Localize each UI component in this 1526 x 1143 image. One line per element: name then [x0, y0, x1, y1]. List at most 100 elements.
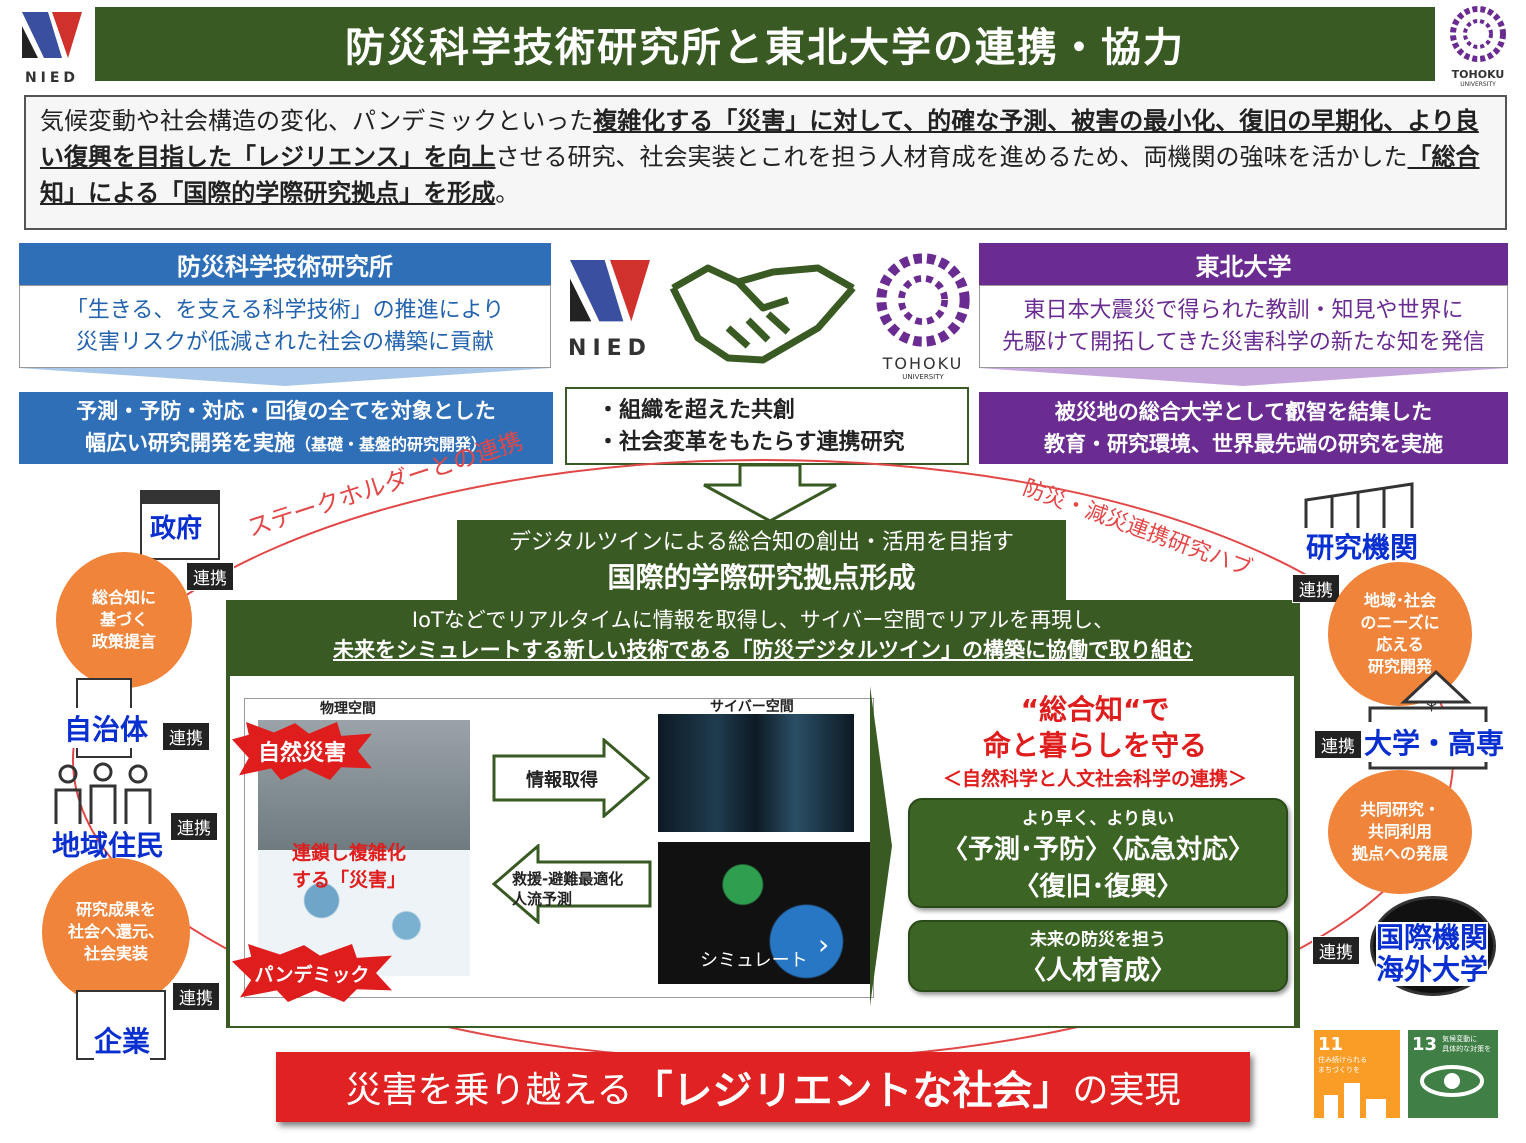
tohoku-logo: TOHOKU UNIVERSITY [1443, 4, 1513, 88]
nied-logo: NIED [18, 6, 86, 86]
page-title: 防災科学技術研究所と東北大学の連携・協力 [95, 7, 1435, 81]
stakeholder-intl: 国際機関 海外大学 [1376, 921, 1489, 986]
sdg-13-num: 13 [1412, 1034, 1438, 1055]
link-tag-gov: 連携 [186, 562, 234, 591]
info-get-label: 情報取得 [526, 770, 598, 791]
collab-item1: ・組織を超えた共創 [597, 398, 796, 423]
sogo-box1-line1: 〈予測･予防〉〈応急対応〉 [941, 834, 1254, 865]
intro-b1: 複雑化する「災害」に対して、的確な予測、被害の最小化、復旧の早期化、より良い復興… [40, 107, 1479, 171]
link-tag-research: 連携 [1292, 574, 1340, 603]
circle-results: 研究成果を 社会へ還元、 社会実装 [42, 858, 190, 1006]
circle-joint: 共同研究・ 共同利用 拠点への発展 [1328, 770, 1472, 894]
sdg-11-text: 住み続けられる まちづくりを [1318, 1056, 1367, 1074]
intro-t1: 気候変動や社会構造の変化、パンデミックといった [40, 107, 594, 135]
sogo-box1-line2: 〈復旧･復興〉 [1013, 871, 1183, 902]
intro-b2: 「総合知」による「国際的学際研究拠点」を形成 [40, 143, 1480, 207]
tohoku-logo-center: TOHOKU UNIVERSITY [868, 250, 978, 381]
nied-band-line2-row: 幅広い研究開発を実施（基礎・基盤的研究開発） [85, 427, 487, 461]
rescue-arrow [492, 844, 652, 924]
residents-people-icon [54, 762, 152, 824]
hub-main-panel: IoTなどでリアルタイムに情報を取得し、サイバー空間でリアルを再現し、 未来をシ… [226, 600, 1300, 1028]
nied-band-line2: 幅広い研究開発を実施 [84, 431, 295, 455]
sogo-box1: より早く、より良い 〈予測･予防〉〈応急対応〉 〈復旧･復興〉 [908, 798, 1288, 908]
tohoku-logo-text: TOHOKU [1451, 68, 1505, 81]
footer-banner: 災害を乗り越える「レジリエントな社会」の実現 [276, 1052, 1250, 1122]
stakeholder-company: 企業 [94, 1020, 151, 1060]
tohoku-crest-icon [1450, 6, 1506, 62]
diagram-arrow-right [870, 686, 892, 1006]
tohoku-crest-center-icon [876, 253, 970, 347]
sdg-11-num: 11 [1318, 1034, 1344, 1055]
intro-t2: させる研究、社会実装とこれを担う人材育成を進めるため、両機関の強味を活かした [495, 143, 1408, 171]
nied-logo-mark [22, 12, 82, 58]
footer-pre: 災害を乗り越える [345, 1070, 633, 1111]
collab-item2: ・社会変革をもたらす連携研究 [597, 430, 905, 455]
hub-title: 国際的学際研究拠点形成 [607, 561, 916, 594]
hub-desc1: IoTなどでリアルタイムに情報を取得し、サイバー空間でリアルを再現し、 [411, 608, 1115, 632]
nied-band: 予測・予防・対応・回復の全てを対象とした 幅広い研究開発を実施（基礎・基盤的研究… [19, 392, 553, 464]
link-tag-local: 連携 [162, 722, 210, 751]
pandemic-label: パンデミック [254, 963, 370, 986]
tohoku-band-line2: 教育・研究環境、世界最先端の研究を実施 [1044, 432, 1443, 456]
intro-text: 気候変動や社会構造の変化、パンデミックといった複雑化する「災害」に対して、的確な… [24, 95, 1507, 230]
nied-desc-line1: 「生きる、を支える科学技術」の推進により [65, 297, 505, 323]
map-next-chevron-icon[interactable]: › [818, 928, 830, 961]
label-physical: 物理空間 [320, 701, 376, 717]
sogo-title1: “総合知“で [1020, 693, 1170, 726]
natural-disaster-label: 自然災害 [257, 741, 346, 766]
sdg-13-text: 気候変動に 具体的な対策を [1442, 1035, 1492, 1053]
collab-down-arrow [703, 465, 837, 523]
sdg-11-city-icon [1324, 1083, 1386, 1125]
stakeholder-univ: 大学・高専 [1364, 722, 1505, 762]
government-building-icon [140, 490, 220, 560]
sdg-13-eye-icon [1420, 1065, 1484, 1097]
nied-desc-line2: 災害リスクが低減された社会の構築に貢献 [75, 329, 494, 355]
stakeholder-residents: 地域住民 [52, 829, 165, 862]
nied-band-small: （基礎・基盤的研究開発） [294, 435, 487, 454]
sdg-13-tile: 13 気候変動に 具体的な対策を [1408, 1030, 1498, 1118]
virus-photo [258, 850, 470, 976]
server-image [658, 714, 854, 832]
hub-inner: 物理空間 サイバー空間 自然災害 連鎖し複雑化 する「災害」 パンデミック 情報… [230, 676, 1294, 1026]
footer-emph: 「レジリエントな社会」 [632, 1068, 1073, 1114]
simulation-map [658, 842, 870, 984]
footer-post: の実現 [1072, 1070, 1181, 1111]
complex-disaster-label: 連鎖し複雑化 する「災害」 [292, 842, 407, 891]
tohoku-band: 被災地の総合大学として叡智を結集した 教育・研究環境、世界最先端の研究を実施 [979, 392, 1508, 464]
nied-logo-text: NIED [24, 70, 80, 86]
link-tag-intl: 連携 [1312, 936, 1360, 965]
tohoku-logo-sub: UNIVERSITY [1460, 81, 1496, 88]
nied-logo-center-text: NIED [568, 336, 652, 361]
sogo-box2: 未来の防災を担う 〈人材育成〉 [908, 920, 1288, 992]
label-cyber: サイバー空間 [710, 699, 794, 715]
nied-header: 防災科学技術研究所 [19, 243, 551, 285]
circle-policy: 総合知に 基づく 政策提言 [56, 552, 192, 688]
sogo-title2: 命と暮らしを守る [982, 729, 1207, 762]
nied-band-line1: 予測・予防・対応・回復の全てを対象とした [76, 399, 496, 423]
svg-text:*: * [1426, 699, 1437, 724]
sogo-box2-small: 未来の防災を担う [1030, 930, 1166, 950]
simulate-label: シミュレート [700, 950, 808, 971]
handshake-icon [669, 264, 856, 364]
hub-desc: IoTなどでリアルタイムに情報を取得し、サイバー空間でリアルを再現し、 未来をシ… [230, 604, 1296, 666]
stakeholder-local: 自治体 [64, 708, 149, 748]
tohoku-logo-center-sub: UNIVERSITY [902, 373, 944, 381]
collab-box: ・組織を超えた共創 ・社会変革をもたらす連携研究 [565, 387, 969, 465]
tohoku-description: 東日本大震災で得られた教訓・知見や世界に 先駆けて開拓してきた災害科学の新たな知… [979, 285, 1508, 368]
tohoku-down-arrow [979, 368, 1508, 386]
hub-title-box: デジタルツインによる総合知の創出・活用を目指す 国際的学際研究拠点形成 [457, 520, 1066, 600]
info-get-arrow [492, 738, 651, 818]
nied-logo-center-mark [570, 260, 650, 322]
stakeholder-research: 研究機関 [1306, 531, 1419, 564]
nied-logo-center: NIED [560, 252, 660, 362]
sogo-box1-small: より早く、より良い [1021, 808, 1175, 829]
tohoku-desc-line1: 東日本大震災で得られた教訓・知見や世界に [1023, 297, 1464, 323]
intro-t3: 。 [495, 179, 520, 207]
hub-desc2: 未来をシミュレートする新しい技術である「防災デジタルツイン」の構築に協働で取り組… [333, 638, 1193, 662]
nied-description: 「生きる、を支える科学技術」の推進により 災害リスクが低減された社会の構築に貢献 [19, 285, 551, 368]
rescue-label: 救援-避難最適化 人流予測 [512, 870, 624, 908]
link-tag-residents: 連携 [170, 812, 218, 841]
link-tag-company: 連携 [172, 982, 220, 1011]
sogo-box2-line1: 〈人材育成〉 [1019, 956, 1176, 986]
tohoku-logo-center-text: TOHOKU [882, 354, 964, 373]
